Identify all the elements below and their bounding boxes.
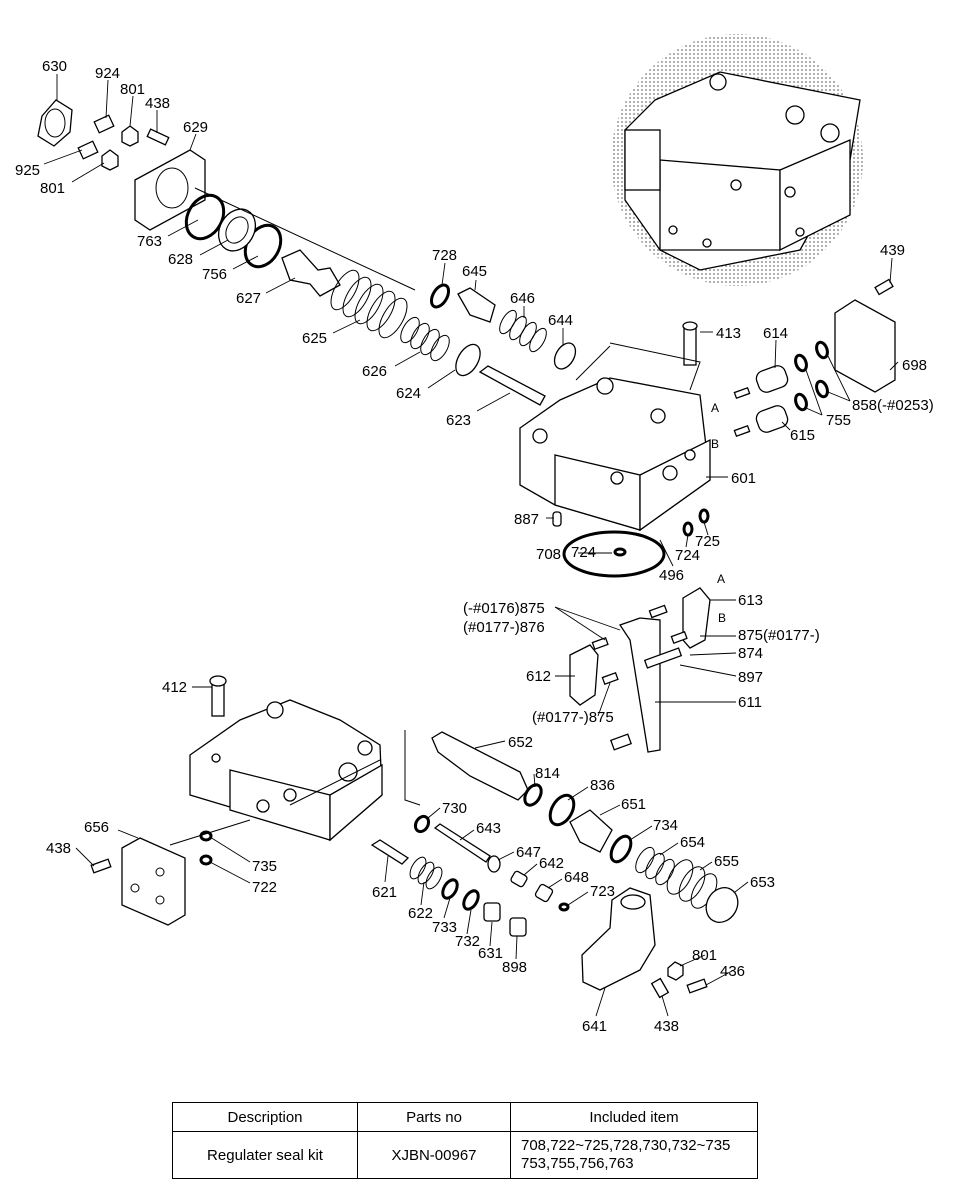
callout-label: 755: [826, 412, 851, 429]
callout-label: 801: [120, 81, 145, 98]
callout-label: 436: [720, 963, 745, 980]
callout-label: 627: [236, 290, 261, 307]
callout-label: 925: [15, 162, 40, 179]
callout-label: 897: [738, 669, 763, 686]
cell-included-items: 708,722~725,728,730,732~735 753,755,756,…: [510, 1131, 758, 1179]
inset-overview-view: [611, 34, 863, 286]
cell-description: Regulater seal kit: [172, 1131, 358, 1179]
callout-label: 763: [137, 233, 162, 250]
callout-label: 708: [536, 546, 561, 563]
port-label-a: A: [711, 401, 719, 415]
callout-label: 655: [714, 853, 739, 870]
callout-label: (-#0176)875: [463, 600, 545, 617]
included-items-line-1: 708,722~725,728,730,732~735: [521, 1137, 731, 1154]
callout-label: 625: [302, 330, 327, 347]
callout-label: 496: [659, 567, 684, 584]
header-parts-no: Parts no: [357, 1102, 511, 1132]
callout-label: 728: [432, 247, 457, 264]
callout-label: 622: [408, 905, 433, 922]
callout-label: 626: [362, 363, 387, 380]
callout-label: 724: [675, 547, 700, 564]
callout-label: 652: [508, 734, 533, 751]
callout-label: 801: [40, 180, 65, 197]
callout-label: 656: [84, 819, 109, 836]
callout-label: 643: [476, 820, 501, 837]
seal-kit-table: Description Parts no Included item Regul…: [172, 1102, 758, 1179]
callout-label: 898: [502, 959, 527, 976]
callout-label: 641: [582, 1018, 607, 1035]
callout-label: 621: [372, 884, 397, 901]
callout-label: 642: [539, 855, 564, 872]
upper-assembly-parts: [37, 99, 896, 578]
table-header-row: Description Parts no Included item: [172, 1102, 758, 1132]
callout-label: 646: [510, 290, 535, 307]
table-row: Regulater seal kit XJBN-00967 708,722~72…: [172, 1131, 758, 1179]
callout-label: 438: [46, 840, 71, 857]
callout-label: 722: [252, 879, 277, 896]
port-label-b: B: [711, 437, 719, 451]
callout-label: 814: [535, 765, 560, 782]
callout-label: 413: [716, 325, 741, 342]
port-labels: A B A B: [711, 401, 726, 625]
port-label-b: B: [718, 611, 726, 625]
callout-label: 631: [478, 945, 503, 962]
callout-label: 698: [902, 357, 927, 374]
callout-label: 887: [514, 511, 539, 528]
callout-label: 734: [653, 817, 678, 834]
port-label-a: A: [717, 572, 725, 586]
callout-label: 723: [590, 883, 615, 900]
callout-label: 630: [42, 58, 67, 75]
callout-label: 724: [571, 544, 596, 561]
link-lever-parts: [569, 587, 711, 753]
callout-label: 858(-#0253): [852, 397, 934, 414]
callout-label: 438: [654, 1018, 679, 1035]
callout-label: 624: [396, 385, 421, 402]
callout-label: 628: [168, 251, 193, 268]
callout-label: (#0177-)875: [532, 709, 614, 726]
callout-label: 801: [692, 947, 717, 964]
callout-label: 412: [162, 679, 187, 696]
callout-label: 732: [455, 933, 480, 950]
callout-label: 735: [252, 858, 277, 875]
callout-label: 651: [621, 796, 646, 813]
callout-label: 836: [590, 777, 615, 794]
leader-lines: [43, 74, 899, 1017]
callout-label: 439: [880, 242, 905, 259]
callout-labels: 630 924 801 438 629 925 801 763 628 756 …: [15, 58, 934, 1035]
header-included-item: Included item: [510, 1102, 758, 1132]
callout-label: 601: [731, 470, 756, 487]
callout-label: (#0177-)876: [463, 619, 545, 636]
callout-label: 611: [738, 694, 762, 711]
callout-label: 614: [763, 325, 788, 342]
callout-label: 653: [750, 874, 775, 891]
callout-label: 725: [695, 533, 720, 550]
lower-assembly-parts: [90, 675, 739, 999]
callout-label: 615: [790, 427, 815, 444]
callout-label: 613: [738, 592, 763, 609]
cell-parts-no: XJBN-00967: [357, 1131, 511, 1179]
callout-label: 875(#0177-): [738, 627, 820, 644]
callout-label: 647: [516, 844, 541, 861]
callout-label: 874: [738, 645, 763, 662]
callout-label: 644: [548, 312, 573, 329]
callout-label: 924: [95, 65, 120, 82]
callout-label: 756: [202, 266, 227, 283]
callout-label: 733: [432, 919, 457, 936]
callout-label: 623: [446, 412, 471, 429]
callout-label: 629: [183, 119, 208, 136]
callout-label: 438: [145, 95, 170, 112]
callout-label: 645: [462, 263, 487, 280]
callout-label: 648: [564, 869, 589, 886]
header-description: Description: [172, 1102, 358, 1132]
callout-label: 730: [442, 800, 467, 817]
callout-label: 654: [680, 834, 705, 851]
callout-label: 612: [526, 668, 551, 685]
included-items-line-2: 753,755,756,763: [521, 1155, 634, 1172]
